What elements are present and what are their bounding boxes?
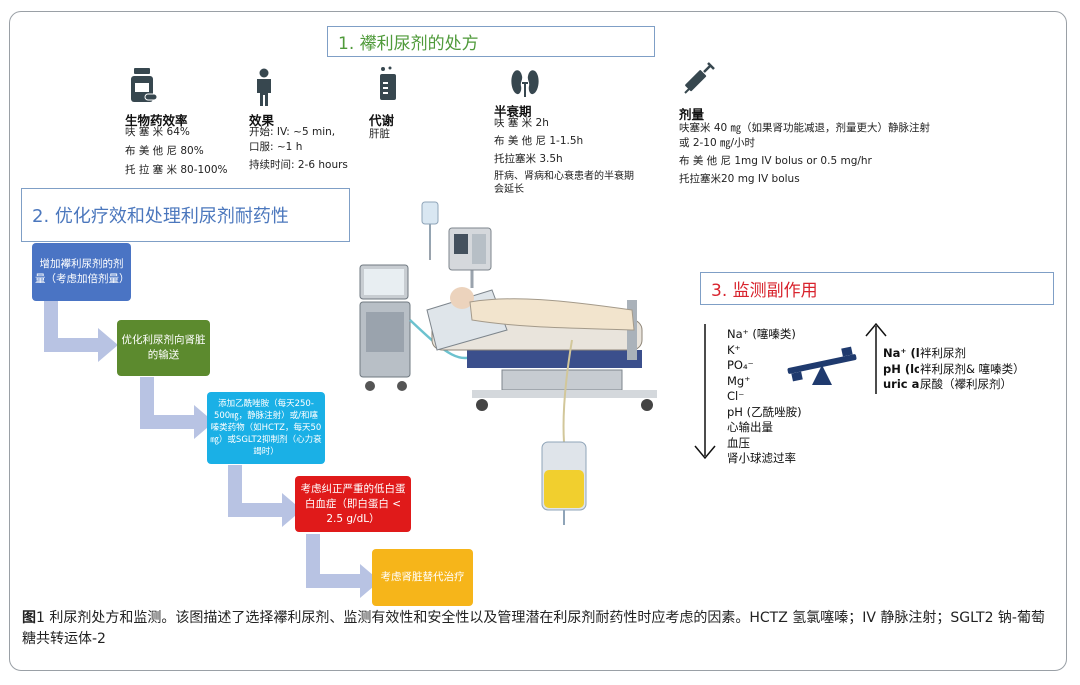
pill-bottle-icon [131,68,158,102]
decrease-item: 肾小球滤过率 [727,451,796,465]
syringe-icon [684,62,715,94]
section3-title: 3. 监测副作用 [700,272,1054,305]
up-arrow [865,322,887,394]
beaker-icon [380,66,396,100]
arrow-3 [228,465,302,527]
caption-label: 图 [22,610,36,626]
increase-label: uric a [883,377,919,391]
arrow-2 [140,377,214,439]
caption-number: 1 [36,610,45,626]
halflife-line: 呋 塞 米 2h [494,117,549,129]
section2-title: 2. 优化疗效和处理利尿剂耐药性 [21,188,350,242]
metabolism-line: 肝脏 [369,128,390,140]
bioavailability-header: 生物药效率 [125,113,188,128]
dose-line: 托拉塞米20 mg IV bolus [679,173,800,185]
increase-label: pH (lo [883,361,919,376]
increase-note: 袢利尿剂 [920,346,966,360]
step-5-box: 考虑肾脏替代治疗 [372,549,473,606]
decrease-item: pH (乙酰唑胺) [727,404,802,419]
seesaw-icon [787,346,857,385]
effect-line: 持续时间: 2-6 hours [249,159,348,171]
bio-line: 托 拉 塞 米 80-100% [125,164,228,176]
dose-line: 或 2-10 ㎎/小时 [679,137,756,149]
dose-header: 剂量 [679,107,705,122]
decrease-item: K⁺ [727,342,741,357]
halflife-line: 肝病、肾病和心衰患者的半衰期 [494,171,634,182]
step-2-box: 优化利尿剂向肾脏的输送 [117,320,210,376]
step-3-box: 添加乙酰唑胺（每天250-500㎎，静脉注射）或/和噻嗪类药物（如HCTZ，每天… [207,392,325,464]
caption-text: 利尿剂处方和监测。该图描述了选择襻利尿剂、监测有效性和安全性以及管理潜在利尿剂耐… [22,610,1045,647]
dose-line: 呋塞米 40 ㎎（如果肾功能减退，剂量更大）静脉注射 [679,122,931,134]
hospital-bed-illustration [359,201,657,525]
down-arrow [694,324,716,460]
halflife-header: 半衰期 [494,104,532,119]
arrow-4 [306,534,380,598]
arrow-1 [44,300,118,362]
decrease-item: Mg⁺ [727,373,751,388]
halflife-line: 会延长 [494,184,524,195]
kidney-icon [511,70,539,97]
increase-note: 尿酸（襻利尿剂） [920,377,1012,391]
bio-line: 呋 塞 米 64% [125,126,190,138]
effect-line: 口服: ~1 h [249,141,303,153]
increase-label: Na⁺ (l [883,346,919,360]
decrease-item: Cl⁻ [727,389,745,403]
increase-note: 袢利尿剂& 噻嗪类） [920,361,1025,376]
section1-title: 1. 襻利尿剂的处方 [327,26,655,57]
step-1-box: 增加襻利尿剂的剂量（考虑加倍剂量） [32,243,131,301]
decrease-item: Na⁺ (噻嗪类) [727,327,796,341]
decrease-item: 血压 [727,435,750,450]
step-4-box: 考虑纠正严重的低白蛋白血症（即白蛋白 < 2.5 g/dL） [295,476,411,532]
effect-line: 开始: IV: ~5 min, [249,126,336,138]
halflife-line: 布 美 他 尼 1-1.5h [494,135,584,147]
figure-caption: 图1 利尿剂处方和监测。该图描述了选择襻利尿剂、监测有效性和安全性以及管理潜在利… [22,608,1052,650]
dose-line: 布 美 他 尼 1mg IV bolus or 0.5 mg/hr [679,155,872,167]
metabolism-header: 代谢 [369,113,395,128]
decrease-item: PO₄⁻ [727,358,754,372]
bio-line: 布 美 他 尼 80% [125,145,204,157]
halflife-line: 托拉塞米 3.5h [494,153,563,165]
effect-header: 效果 [249,113,275,128]
person-icon [257,68,271,106]
decrease-item: 心输出量 [727,420,773,434]
